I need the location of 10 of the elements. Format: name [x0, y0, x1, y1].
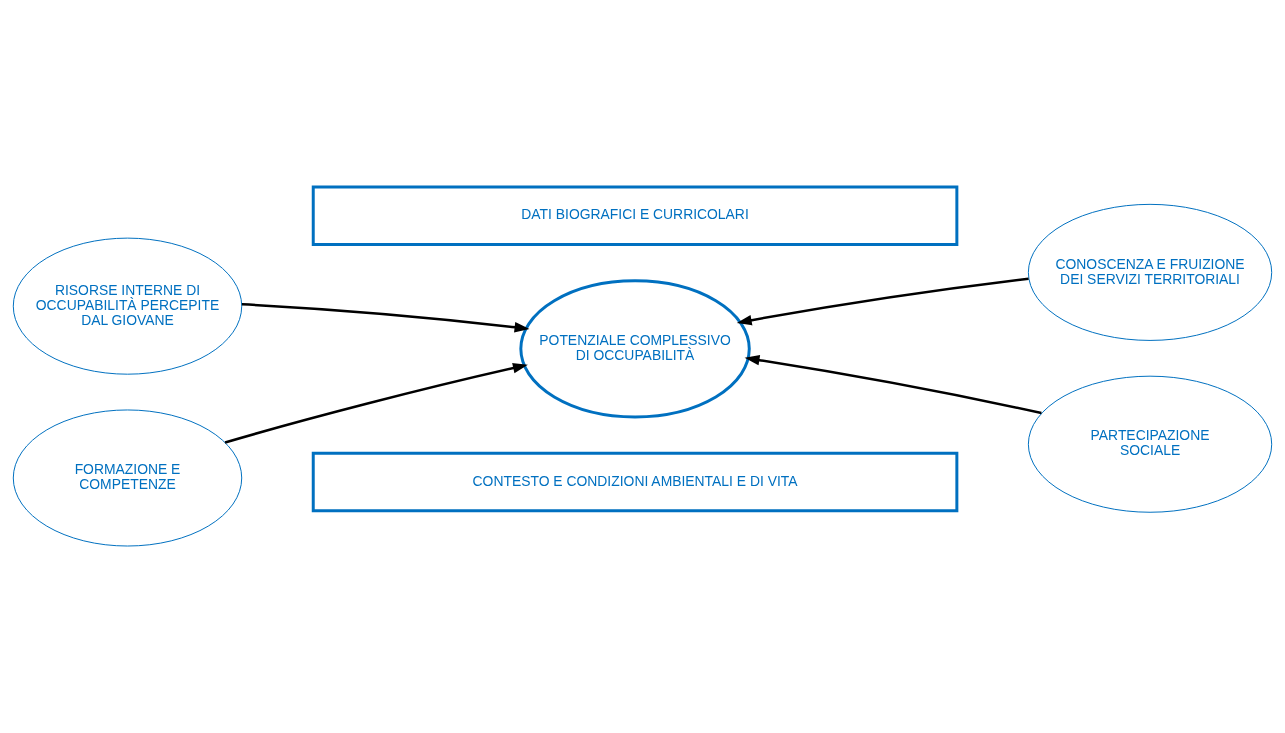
node-ellipse: RISORSE INTERNE DI OCCUPABILITÀ PERCEPITE DAL GIOVANE	[12, 237, 243, 375]
node-ellipse: FORMAZIONE E COMPETENZE	[12, 409, 243, 547]
node-box: CONTESTO E CONDIZIONI AMBIENTALI E DI VITA	[311, 451, 959, 513]
node-ellipse: PARTECIPAZIONE SOCIALE	[1027, 375, 1273, 513]
node-box: DATI BIOGRAFICI E CURRICOLARI	[311, 185, 959, 247]
arrow	[224, 362, 528, 444]
arrow	[241, 303, 530, 333]
arrow	[744, 354, 1042, 415]
arrow	[736, 277, 1029, 326]
node-ellipse: CONOSCENZA E FRUIZIONE DEI SERVIZI TERRITORIALI	[1027, 203, 1273, 341]
